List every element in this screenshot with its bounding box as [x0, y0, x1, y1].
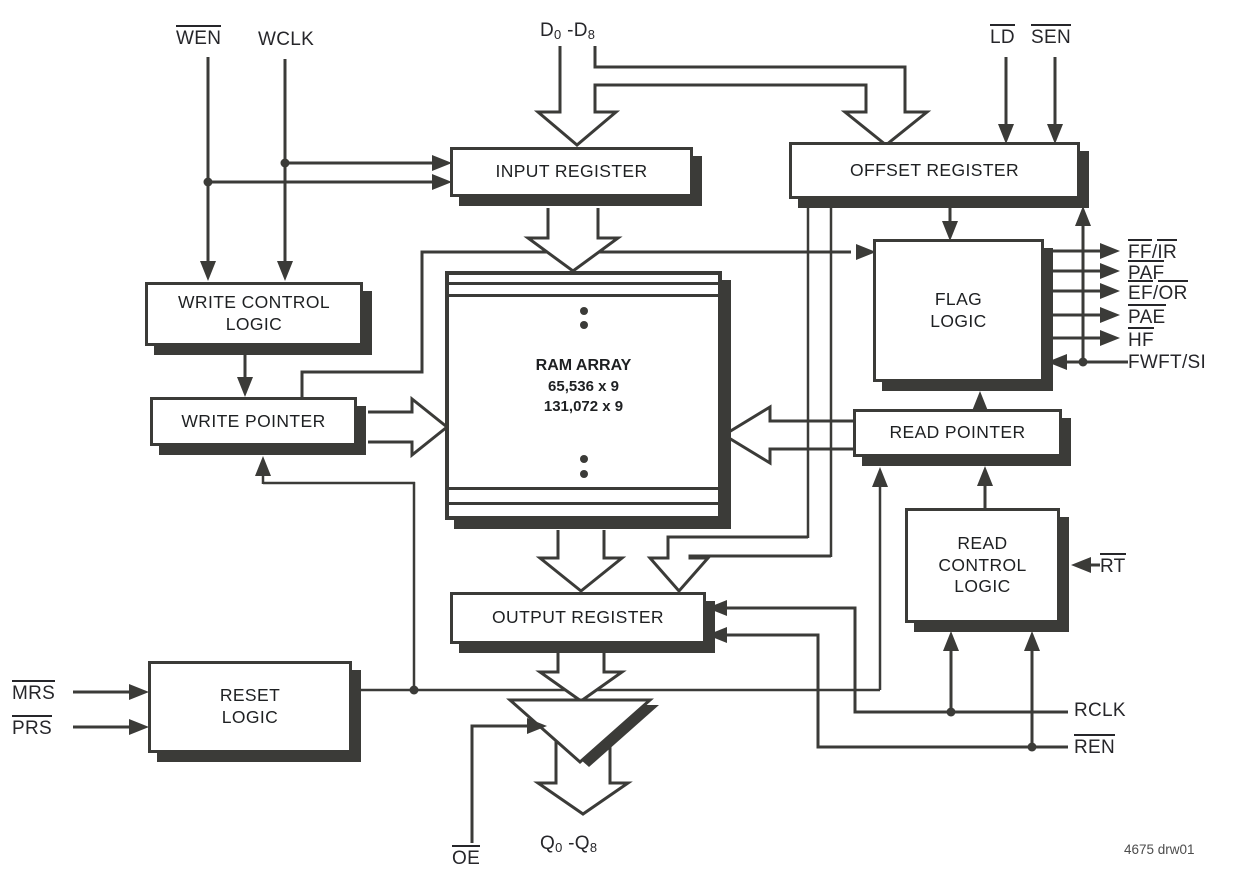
bus-input-register-to-ram: [523, 208, 623, 273]
signal-label-hf: HF: [1128, 327, 1154, 352]
signal-label-ld: LD: [990, 24, 1015, 49]
signal-label-ff-ir: FF/IR: [1128, 239, 1178, 264]
signal-label-rclk: RCLK: [1074, 700, 1126, 721]
block-write-pointer: WRITE POINTER: [150, 397, 357, 446]
tristate-buffer: [506, 698, 659, 767]
bus-write-pointer-to-ram: [368, 395, 450, 459]
block-flag-logic: FLAG LOGIC: [873, 239, 1044, 382]
net-wen: [206, 57, 448, 264]
net-ren: [725, 633, 1068, 749]
net-offset-register-down: [806, 200, 833, 557]
signal-label-oe: OE: [452, 845, 481, 870]
write-control-logic-label: WRITE CONTROL LOGIC: [177, 292, 330, 334]
signal-label-mrs: MRS: [12, 680, 56, 705]
ram-ellipsis-dot: [579, 455, 588, 463]
ram-ellipsis-dot: [579, 470, 588, 478]
signal-label-wclk: WCLK: [258, 29, 315, 50]
arrowheads: [129, 124, 1120, 735]
junction-dots: [203, 158, 1088, 752]
signal-label-d-bus: D0 -D8: [540, 20, 596, 42]
net-rclk: [725, 606, 1068, 714]
bus-data-in: [533, 46, 932, 147]
block-ram-array: RAM ARRAY 65,536 x 9 131,072 x 9: [445, 271, 722, 520]
read-control-logic-label: READ CONTROL LOGIC: [938, 532, 1027, 597]
signal-label-wen: WEN: [176, 25, 222, 50]
input-register-label: INPUT REGISTER: [495, 161, 648, 182]
bus-read-pointer-to-ram: [721, 404, 856, 466]
signal-label-paf: PAF: [1128, 260, 1165, 285]
block-read-pointer: READ POINTER: [853, 409, 1062, 457]
bus-output-register-to-buffer: [535, 652, 627, 703]
output-register-label: OUTPUT REGISTER: [492, 607, 664, 628]
ram-array-size-2: 131,072 x 9: [543, 398, 624, 416]
net-wclk: [283, 59, 448, 264]
net-reset-distribution: [261, 474, 882, 692]
ram-row-line-bottom-2: [449, 502, 718, 505]
drawing-number: 4675 drw01: [1124, 842, 1195, 857]
block-read-control-logic: READ CONTROL LOGIC: [905, 508, 1060, 623]
block-write-control-logic: WRITE CONTROL LOGIC: [145, 282, 363, 346]
bus-data-out: [533, 740, 633, 816]
reset-logic-label: RESET LOGIC: [219, 685, 281, 727]
signal-label-ef-or: EF/OR: [1128, 280, 1188, 305]
ram-ellipsis-dot: [579, 321, 588, 329]
net-flag-outputs: [1044, 249, 1102, 340]
signal-label-prs: PRS: [12, 715, 52, 740]
ram-ellipsis-dot: [579, 307, 588, 315]
ram-row-line-top-2: [449, 294, 718, 297]
block-reset-logic: RESET LOGIC: [148, 661, 352, 753]
ram-array-title: RAM ARRAY: [535, 357, 632, 375]
block-offset-register: OFFSET REGISTER: [789, 142, 1080, 199]
flag-logic-label: FLAG LOGIC: [930, 288, 987, 331]
signal-label-ren: REN: [1074, 734, 1116, 759]
block-input-register: INPUT REGISTER: [450, 147, 693, 197]
signal-label-rt: RT: [1100, 553, 1126, 578]
signal-label-q-bus: Q0 -Q8: [540, 833, 598, 855]
bus-ram-to-output-register: [535, 530, 627, 593]
signal-label-fwft-si: FWFT/SI: [1128, 352, 1207, 373]
net-oe: [470, 724, 528, 843]
ram-row-line-bottom-1: [449, 487, 718, 490]
offset-register-label: OFFSET REGISTER: [849, 159, 1020, 180]
ram-array-text: RAM ARRAY 65,536 x 9 131,072 x 9: [536, 355, 632, 417]
block-output-register: OUTPUT REGISTER: [450, 592, 706, 644]
signal-label-pae: PAE: [1128, 304, 1166, 329]
ram-array-size-1: 65,536 x 9: [548, 378, 619, 396]
bus-offset-to-output-register: [646, 535, 831, 594]
ram-row-line-top-1: [449, 282, 718, 285]
net-fwft-si: [1052, 226, 1128, 364]
signal-label-sen: SEN: [1031, 24, 1071, 49]
write-pointer-label: WRITE POINTER: [181, 410, 326, 431]
read-pointer-label: READ POINTER: [889, 422, 1026, 443]
